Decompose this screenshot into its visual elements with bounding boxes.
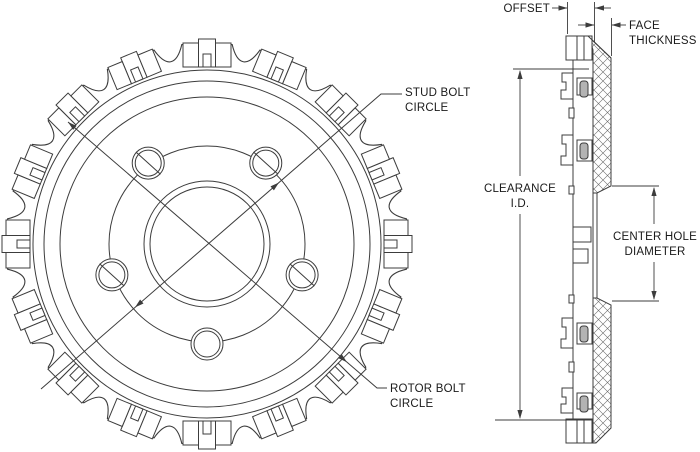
stud-bolt-circle-label-line1: STUD BOLT <box>405 87 470 99</box>
face-thickness-label-line2: THICKNESS <box>629 35 697 47</box>
clearance-id-label-line2: I.D. <box>511 198 530 210</box>
rotor-bolt-circle-label-line2: CIRCLE <box>390 398 434 410</box>
center-hole-diameter-label-line2: DIAMETER <box>624 246 685 258</box>
annotation-text: STUD BOLT CIRCLE ROTOR BOLT CIRCLE OFFSE… <box>390 3 697 410</box>
rotor-bolt-circle-label-line1: ROTOR BOLT <box>390 383 466 395</box>
stud-bolt-circle-label-line2: CIRCLE <box>405 102 449 114</box>
face-thickness-label-line1: FACE <box>629 20 660 32</box>
dimension-lines <box>495 2 659 421</box>
side-view-section <box>560 35 612 444</box>
offset-label: OFFSET <box>503 3 550 15</box>
center-hole-diameter-label-line1: CENTER HOLE <box>613 231 697 243</box>
front-view-hat <box>1 38 413 450</box>
clearance-id-label-line1: CLEARANCE <box>484 183 556 195</box>
